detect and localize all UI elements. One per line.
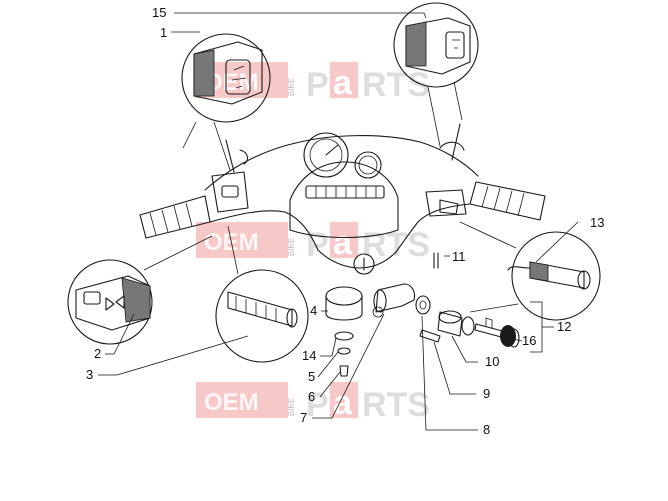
watermark-text-bike: BIKE xyxy=(287,398,296,416)
handlebar-assembly xyxy=(139,123,546,275)
callout-14: 14 xyxy=(302,348,316,363)
callout-11: 11 xyxy=(452,249,466,264)
fuel-gauge-dial xyxy=(354,151,382,179)
callout-15: 15 xyxy=(152,5,166,20)
watermark-bottom: OEM BIKE P a RTS xyxy=(196,382,430,424)
exploded-small-parts xyxy=(325,252,520,377)
watermark-text-a: a xyxy=(333,224,353,262)
speedometer-dial xyxy=(303,132,349,178)
callout-2: 2 xyxy=(94,346,101,361)
part-9-pin xyxy=(419,329,441,343)
watermark-text-rts: RTS xyxy=(362,66,430,104)
part-8-spacer xyxy=(415,295,431,315)
callout-13: 13 xyxy=(590,215,604,230)
leader-lines xyxy=(98,12,579,431)
callout-16: 16 xyxy=(522,333,536,348)
callout-8: 8 xyxy=(483,422,490,437)
callout-12: 12 xyxy=(557,319,571,334)
callout-6: 6 xyxy=(308,389,315,404)
watermark-text-rts: RTS xyxy=(362,386,430,424)
detail-left-switch xyxy=(181,33,271,171)
watermark-text-bike: BIKE xyxy=(287,78,296,96)
callout-1: 1 xyxy=(160,25,167,40)
warning-light-panel xyxy=(305,185,385,199)
watermark-text-a: a xyxy=(333,384,353,422)
part-10-cylinder xyxy=(437,311,463,337)
watermark-text-bike: BIKE xyxy=(287,238,296,256)
callout-3: 3 xyxy=(86,367,93,382)
watermark-text-p: P xyxy=(306,386,329,424)
watermark-text-rts: RTS xyxy=(362,226,430,264)
watermark-text-p: P xyxy=(306,66,329,104)
callout-9: 9 xyxy=(483,386,490,401)
detail-left-grip xyxy=(215,225,309,363)
detail-left-switch-housing xyxy=(67,235,213,345)
detail-right-switch xyxy=(393,2,479,147)
watermark-text-oem: OEM xyxy=(204,389,259,416)
callout-labels: 15 1 13 11 12 16 2 3 4 14 10 5 9 6 7 8 xyxy=(86,5,604,437)
watermark-middle: OEM BIKE P a RTS xyxy=(196,222,430,264)
watermark-text-p: P xyxy=(306,226,329,264)
detail-right-grip xyxy=(459,221,601,321)
part-5-nut xyxy=(337,347,351,355)
part-11-pin xyxy=(433,252,439,269)
part-14-washer xyxy=(334,331,354,341)
callout-4: 4 xyxy=(310,303,317,318)
watermark-top: OEM BIKE P a RTS xyxy=(196,62,430,104)
watermark-text-a: a xyxy=(333,64,353,102)
part-7-lock-body xyxy=(375,283,416,313)
callout-7: 7 xyxy=(300,410,307,425)
part-6-screw xyxy=(339,365,349,377)
ignition-socket xyxy=(353,253,375,275)
callout-10: 10 xyxy=(485,354,499,369)
callout-5: 5 xyxy=(308,369,315,384)
